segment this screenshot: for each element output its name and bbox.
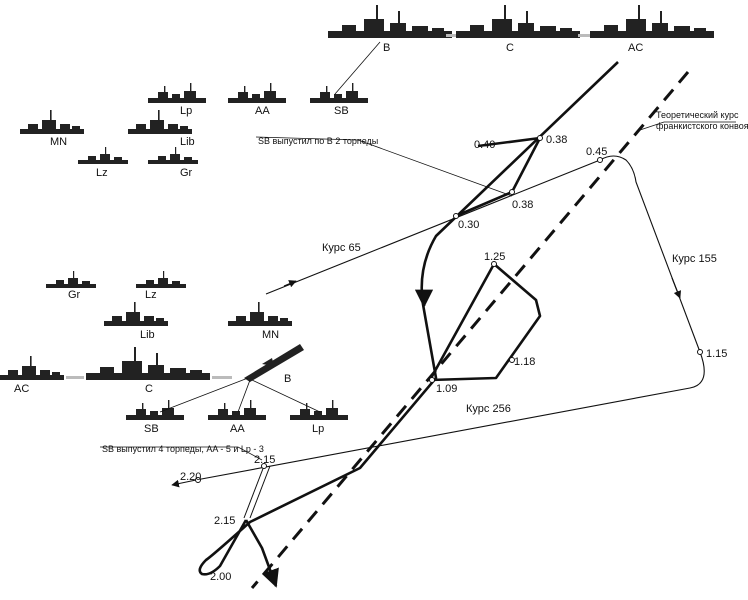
ship-lz2-icon [136,271,186,288]
marker-215a [261,463,267,469]
ship-silhouettes-top: B C AC Lp AA SB MN Lib Lz Gr [20,5,714,179]
ship-label-gr: Gr [180,167,193,179]
ship-label-gr2: Gr [68,289,81,301]
ship-c2-icon [86,347,210,380]
ship-c-top-icon [456,5,580,38]
course-155-arrow [671,277,682,299]
ship-label-sb2: SB [144,423,159,435]
ship-label-c-top: C [506,42,514,54]
time-118: 1.18 [514,356,535,368]
time-040: 0.40 [474,139,495,151]
thin-tracks [171,155,705,488]
ship-mn2-icon [228,302,292,326]
marker-125 [491,261,497,267]
ship-aa-icon [228,83,286,103]
connector-215b [249,465,271,519]
ship-lp-icon [148,83,206,103]
course-256-label: Курс 256 [466,403,511,415]
ship-label-lib2: Lib [140,329,155,341]
track-loop-loop [428,262,542,382]
ship-label-ac2: AC [14,383,29,395]
time-030: 0.30 [458,219,479,231]
ship-label-aa2: AA [230,423,245,435]
ship-lz-icon [78,147,128,164]
leader-b-to-sb2 [159,377,249,413]
leader-b-to-lp2 [251,379,321,413]
ship-label-b2: B [284,373,291,385]
ship-aa2-icon [208,400,266,420]
ship-label-ac-top: AC [628,42,643,54]
marker-220 [195,477,201,483]
time-038a: 0.38 [546,134,567,146]
leader-sb-torpedo-1 [255,136,513,197]
ship-label-mn2: MN [262,329,279,341]
track-course-65-155-256 [195,155,705,481]
ship-gap-marker [66,376,84,379]
course-155-label: Курс 155 [672,253,717,265]
ship-gr-icon [148,147,198,164]
time-215b: 2.15 [214,515,235,527]
marker-118 [509,357,515,363]
ship-label-lz2: Lz [145,289,157,301]
time-125: 1.25 [484,251,505,263]
marker-038b [509,189,515,195]
ship-label-mn: MN [50,136,67,148]
ship-label-lp2: Lp [312,423,324,435]
annotation-convoy-course-1: Теоретический курс [656,110,739,120]
time-109: 1.09 [436,383,457,395]
time-115: 1.15 [706,348,727,360]
ship-label-aa: AA [255,105,270,117]
connector-215 [243,465,265,519]
track-course-256-end [171,479,197,488]
marker-030 [453,213,459,219]
marker-045 [597,157,603,163]
time-045: 0.45 [586,146,607,158]
track-exit-arrow [244,519,279,588]
ship-gap-marker [578,34,590,37]
time-215a: 2.15 [254,454,275,466]
ship-lp2-icon [290,400,348,420]
ship-gap-marker [212,376,232,379]
course-65-arrow [283,280,297,288]
leader-sb-torpedo-2 [100,446,263,461]
convoy-course-line [250,71,690,589]
track-main-route [198,61,619,576]
annotation-sb-torpedo-1: SB выпустил по B 2 торпеды [258,136,378,146]
leader-b-to-aa2 [237,379,251,413]
marker-115 [697,349,703,355]
ship-label-c2: C [145,383,153,395]
ship-ac2-icon [0,356,64,380]
course-65-label: Курс 65 [322,242,361,254]
ship-gr2-icon [46,271,96,288]
time-200: 2.00 [210,571,231,583]
time-038b: 0.38 [512,199,533,211]
leader-lines [100,41,736,461]
time-220: 2.20 [180,471,201,483]
ship-label-b-top: B [383,42,390,54]
marker-038a [537,135,543,141]
ship-mn-icon [20,110,84,134]
time-markers [195,135,703,483]
ship-lib2-icon [104,302,168,326]
ship-sb-icon [310,83,368,103]
ship-label-lp: Lp [180,105,192,117]
annotation-sb-torpedo-2: SB выпустил 4 торпеды, AA - 5 и Lp - 3 [102,444,264,454]
marker-109 [429,377,435,383]
ship-silhouettes-lower: Gr Lz Lib MN AC C B SB AA Lp [0,271,348,435]
ship-ac-top-icon [590,5,714,38]
leader-convoy-course [639,121,736,131]
ship-gap-marker [446,34,456,37]
ship-label-lz: Lz [96,167,108,179]
annotation-convoy-course-2: франкистского конвоя [656,121,748,131]
ship-b-top-icon [328,5,452,38]
ship-label-sb: SB [334,105,349,117]
ship-label-lib: Lib [180,136,195,148]
ship-sb2-icon [126,400,184,420]
leader-b-to-sb [334,41,381,95]
torpedo-connectors [243,137,541,519]
ship-b-sinking-icon [244,344,304,382]
connector-038 [511,137,541,193]
